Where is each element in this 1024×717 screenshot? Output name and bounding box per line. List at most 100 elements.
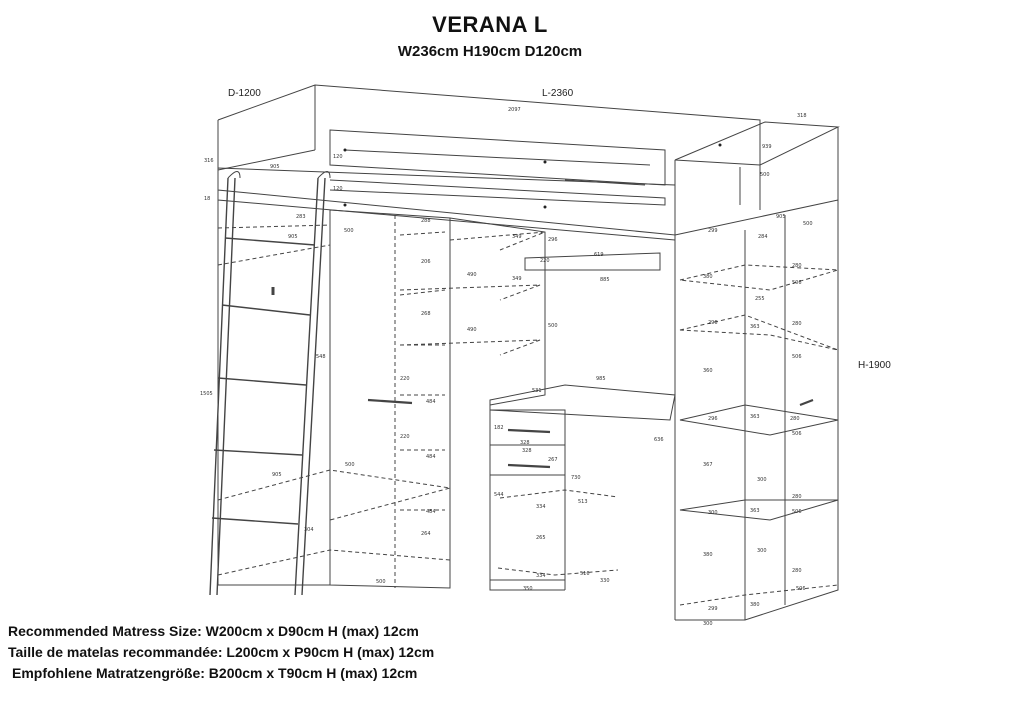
svg-text:284: 284 [758,234,768,240]
bed-deck [217,167,676,236]
svg-text:905: 905 [270,164,280,170]
svg-text:985: 985 [596,376,606,382]
svg-text:296: 296 [708,320,718,326]
svg-text:120: 120 [333,186,343,192]
svg-text:316: 316 [204,158,214,164]
svg-text:2097: 2097 [508,107,521,113]
svg-text:506: 506 [796,586,806,592]
svg-text:636: 636 [654,437,664,443]
svg-text:280: 280 [792,568,802,574]
svg-text:484: 484 [426,454,436,460]
svg-text:334: 334 [536,504,546,510]
svg-text:363: 363 [750,324,760,330]
svg-text:206: 206 [421,259,431,265]
svg-text:220: 220 [540,258,550,264]
svg-text:513: 513 [578,499,588,505]
mattress-note-en: Recommended Matress Size: W200cm x D90cm… [8,623,419,639]
svg-text:349: 349 [512,276,522,282]
svg-text:360: 360 [703,368,713,374]
svg-text:280: 280 [792,494,802,500]
svg-text:544: 544 [494,492,504,498]
svg-text:120: 120 [333,154,343,160]
marker-dot [543,205,547,209]
ladder-right-rail [294,177,326,596]
tower-top [674,121,840,166]
svg-text:367: 367 [703,462,713,468]
svg-text:905: 905 [776,214,786,220]
svg-text:318: 318 [797,113,807,119]
detail-dimensions: 2097 318 316 18 905 120 120 939 500 905 … [200,107,813,627]
svg-text:500: 500 [345,462,355,468]
svg-text:516: 516 [580,571,590,577]
svg-text:730: 730 [571,475,581,481]
svg-text:280: 280 [792,321,802,327]
svg-text:380: 380 [750,602,760,608]
svg-text:300: 300 [757,548,767,554]
svg-text:334: 334 [536,573,546,579]
headboard [217,120,316,171]
svg-text:500: 500 [344,228,354,234]
svg-text:300: 300 [708,510,718,516]
svg-text:490: 490 [467,327,477,333]
svg-text:885: 885 [600,277,610,283]
marker-dot [343,148,347,152]
svg-text:280: 280 [792,263,802,269]
svg-text:548: 548 [316,354,326,360]
product-dimensions: W236cm H190cm D120cm [397,43,583,60]
svg-text:506: 506 [792,431,802,437]
svg-text:304: 304 [304,527,314,533]
svg-text:484: 484 [426,509,436,515]
ladder-rungs [211,237,316,525]
svg-text:619: 619 [594,252,604,258]
svg-text:506: 506 [792,354,802,360]
svg-text:350: 350 [523,586,533,592]
product-title: VERANA L [432,12,548,37]
length-label: L-2360 [542,88,574,99]
svg-text:328: 328 [522,448,532,454]
svg-text:328: 328 [520,440,530,446]
svg-text:265: 265 [536,535,546,541]
svg-text:264: 264 [421,531,431,537]
svg-text:363: 363 [750,414,760,420]
svg-text:267: 267 [548,457,558,463]
svg-text:506: 506 [792,509,802,515]
svg-text:255: 255 [755,296,765,302]
marker-dot [343,203,347,207]
svg-text:18: 18 [204,196,210,202]
svg-text:288: 288 [421,218,431,224]
svg-text:330: 330 [600,578,610,584]
svg-text:220: 220 [400,376,410,382]
svg-text:484: 484 [426,399,436,405]
svg-text:905: 905 [272,472,282,478]
svg-text:349: 349 [512,234,522,240]
desk-shelf [524,252,661,271]
mattress-notes: Recommended Matress Size: W200cm x D90cm… [8,621,434,684]
svg-text:299: 299 [708,606,718,612]
marker-dot [543,160,547,164]
svg-text:1505: 1505 [200,391,213,397]
height-label: H-1900 [858,360,891,371]
svg-text:296: 296 [548,237,558,243]
svg-text:531: 531 [532,388,542,394]
svg-text:363: 363 [750,508,760,514]
svg-text:182: 182 [494,425,504,431]
svg-text:300: 300 [703,621,713,627]
svg-text:506: 506 [792,280,802,286]
svg-text:939: 939 [762,144,772,150]
mattress-note-de: Empfohlene Matratzengröße: B200cm x T90c… [12,665,418,681]
svg-text:299: 299 [708,228,718,234]
wardrobe [329,209,451,589]
svg-text:380: 380 [703,274,713,280]
svg-text:268: 268 [421,311,431,317]
svg-text:296: 296 [708,416,718,422]
svg-text:300: 300 [757,477,767,483]
mattress-note-fr: Taille de matelas recommandée: L200cm x … [8,644,435,660]
tower-body [674,199,839,621]
svg-text:220: 220 [400,434,410,440]
svg-text:280: 280 [790,416,800,422]
svg-text:500: 500 [376,579,386,585]
svg-text:490: 490 [467,272,477,278]
desk-top [489,384,676,421]
ladder-left-rail [209,177,236,596]
